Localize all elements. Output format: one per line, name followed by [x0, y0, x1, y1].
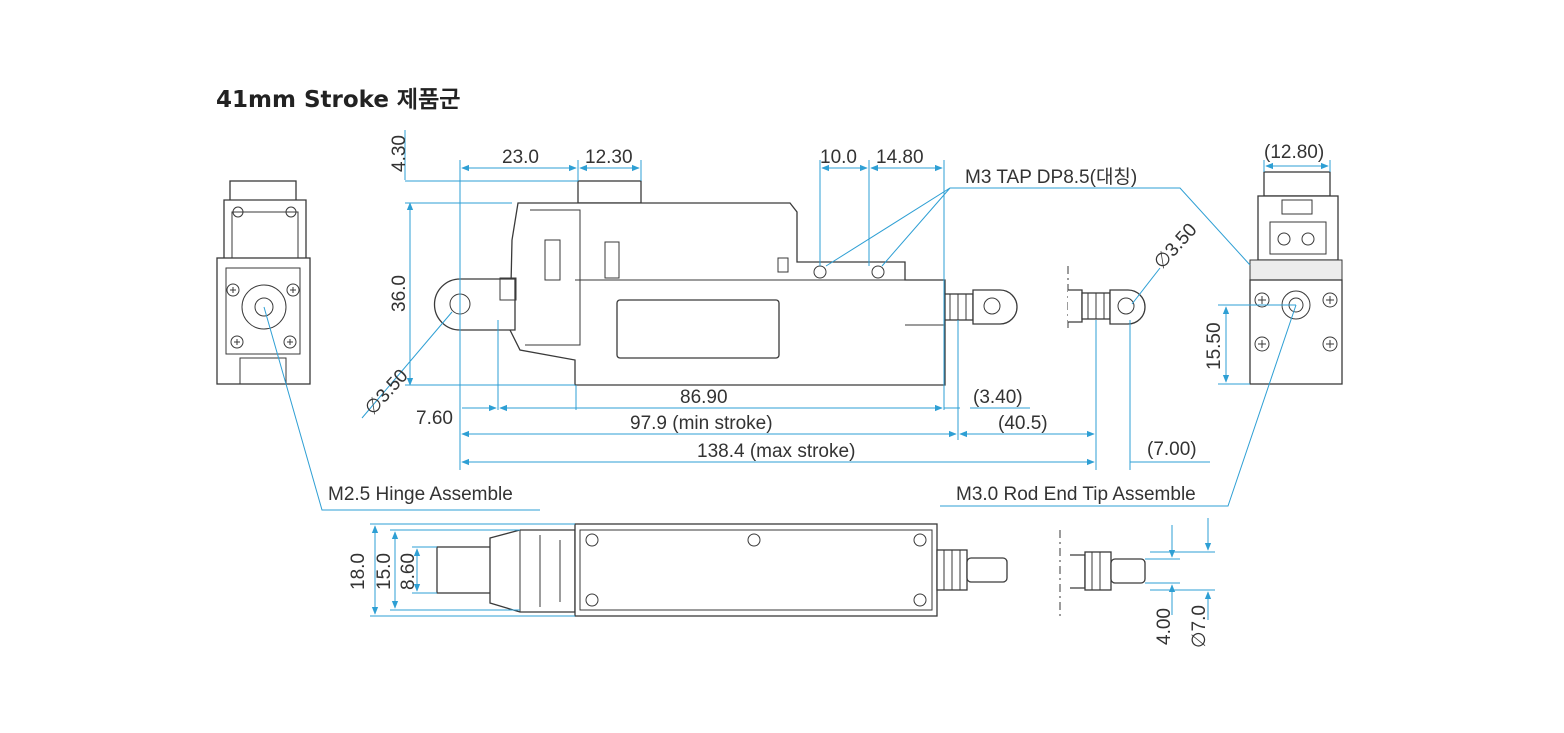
tap-hole-2 [871, 265, 885, 279]
dim-hinge-dia: ∅3.50 [361, 366, 412, 420]
dim-4-30: 4.30 [389, 135, 410, 172]
dim-12-80: (12.80) [1264, 142, 1324, 163]
dim-14-80: 14.80 [876, 147, 924, 168]
dim-max-stroke: 138.4 (max stroke) [697, 441, 855, 462]
dim-8-60: 8.60 [398, 553, 419, 590]
dim-rod-dia: ∅3.50 [1150, 220, 1201, 274]
dim-36-0: 36.0 [389, 275, 410, 312]
dim-40-5: (40.5) [998, 413, 1048, 434]
tap-note: M3 TAP DP8.5(대칭) [965, 166, 1137, 188]
dim-15-0: 15.0 [374, 553, 395, 590]
left-end-view [216, 180, 311, 385]
dim-23-0: 23.0 [502, 147, 539, 168]
dim-86-90: 86.90 [680, 387, 728, 408]
dim-4-00: 4.00 [1154, 608, 1175, 645]
side-view [433, 180, 1018, 386]
right-end-view [1249, 171, 1343, 385]
dim-7-60: 7.60 [416, 408, 453, 429]
dimension-lines [263, 130, 1331, 620]
dim-3-40: (3.40) [973, 387, 1023, 408]
top-view [436, 523, 1146, 620]
dim-10-0: 10.0 [820, 147, 857, 168]
dim-18-0: 18.0 [348, 553, 369, 590]
dim-7-0: ∅7.0 [1189, 605, 1210, 648]
hinge-callout: M2.5 Hinge Assemble [328, 484, 513, 505]
page-title: 41mm Stroke 제품군 [216, 87, 460, 113]
rod-end-callout: M3.0 Rod End Tip Assemble [956, 484, 1196, 505]
dim-12-30: 12.30 [585, 147, 633, 168]
extended-rod-view [1067, 266, 1146, 330]
dim-min-stroke: 97.9 (min stroke) [630, 413, 773, 434]
dim-15-50: 15.50 [1204, 322, 1225, 370]
dim-7-00: (7.00) [1147, 439, 1197, 460]
